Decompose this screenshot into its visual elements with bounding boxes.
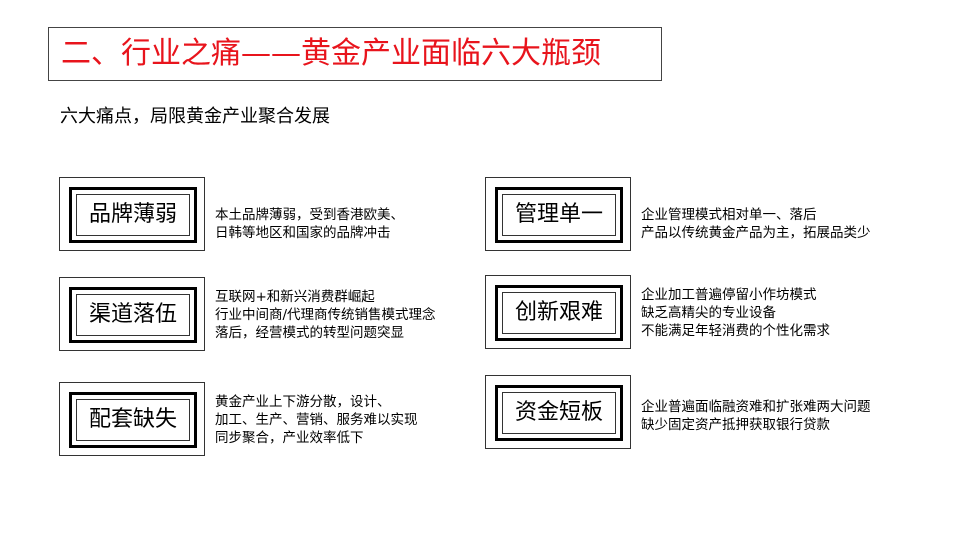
frame-outer: 配套缺失	[59, 382, 205, 456]
frame-inner: 渠道落伍	[76, 294, 190, 336]
pain-point-label: 配套缺失	[88, 407, 177, 432]
pain-point-description: 企业加工普遍停留小作坊模式 缺乏高精尖的专业设备 不能满足年轻消费的个性化需求	[641, 286, 830, 340]
description-line: 日韩等地区和国家的品牌冲击	[215, 225, 391, 241]
frame-inner: 创新艰难	[502, 292, 616, 334]
description-line: 企业加工普遍停留小作坊模式	[641, 287, 817, 303]
frame-outer: 品牌薄弱	[59, 177, 205, 251]
frame-outer: 管理单一	[485, 177, 631, 251]
pain-point-description: 企业普遍面临融资难和扩张难两大问题 缺少固定资产抵押获取银行贷款	[641, 398, 871, 434]
slide-title: 二、行业之痛——黄金产业面临六大瓶颈	[61, 36, 601, 71]
frame-outer: 创新艰难	[485, 275, 631, 349]
frame-inner: 配套缺失	[76, 399, 190, 441]
description-line: 行业中间商/代理商传统销售模式理念	[215, 307, 436, 323]
pain-point-label: 创新艰难	[514, 300, 603, 325]
frame-outer: 资金短板	[485, 375, 631, 449]
frame-thick: 品牌薄弱	[69, 187, 197, 243]
description-line: 黄金产业上下游分散，设计、	[215, 394, 391, 410]
description-line: 本土品牌薄弱，受到香港欧美、	[215, 207, 404, 223]
frame-inner: 资金短板	[502, 392, 616, 434]
description-line: 缺乏高精尖的专业设备	[641, 305, 776, 321]
frame-thick: 渠道落伍	[69, 287, 197, 343]
frame-outer: 渠道落伍	[59, 277, 205, 351]
slide-subtitle: 六大痛点，局限黄金产业聚合发展	[60, 106, 330, 127]
description-line: 互联网+和新兴消费群崛起	[215, 289, 375, 305]
description-line: 企业管理模式相对单一、落后	[641, 207, 817, 223]
frame-inner: 品牌薄弱	[76, 194, 190, 236]
pain-point-description: 互联网+和新兴消费群崛起 行业中间商/代理商传统销售模式理念 落后，经营模式的转…	[215, 288, 436, 342]
pain-point-label: 资金短板	[514, 400, 603, 425]
frame-thick: 资金短板	[495, 385, 623, 441]
description-line: 落后，经营模式的转型问题突显	[215, 325, 404, 341]
pain-point-description: 企业管理模式相对单一、落后 产品以传统黄金产品为主，拓展品类少	[641, 206, 871, 242]
description-line: 企业普遍面临融资难和扩张难两大问题	[641, 399, 871, 415]
pain-point-description: 本土品牌薄弱，受到香港欧美、 日韩等地区和国家的品牌冲击	[215, 206, 404, 242]
description-line: 同步聚合，产业效率低下	[215, 430, 364, 446]
pain-point-label: 渠道落伍	[88, 302, 177, 327]
description-line: 产品以传统黄金产品为主，拓展品类少	[641, 225, 871, 241]
slide-title-box: 二、行业之痛——黄金产业面临六大瓶颈	[48, 27, 662, 81]
pain-point-label: 品牌薄弱	[88, 202, 177, 227]
frame-thick: 配套缺失	[69, 392, 197, 448]
frame-thick: 管理单一	[495, 187, 623, 243]
frame-inner: 管理单一	[502, 194, 616, 236]
description-line: 缺少固定资产抵押获取银行贷款	[641, 417, 830, 433]
description-line: 加工、生产、营销、服务难以实现	[215, 412, 418, 428]
description-line: 不能满足年轻消费的个性化需求	[641, 323, 830, 339]
pain-point-description: 黄金产业上下游分散，设计、 加工、生产、营销、服务难以实现 同步聚合，产业效率低…	[215, 393, 418, 447]
pain-point-label: 管理单一	[514, 202, 603, 227]
frame-thick: 创新艰难	[495, 285, 623, 341]
